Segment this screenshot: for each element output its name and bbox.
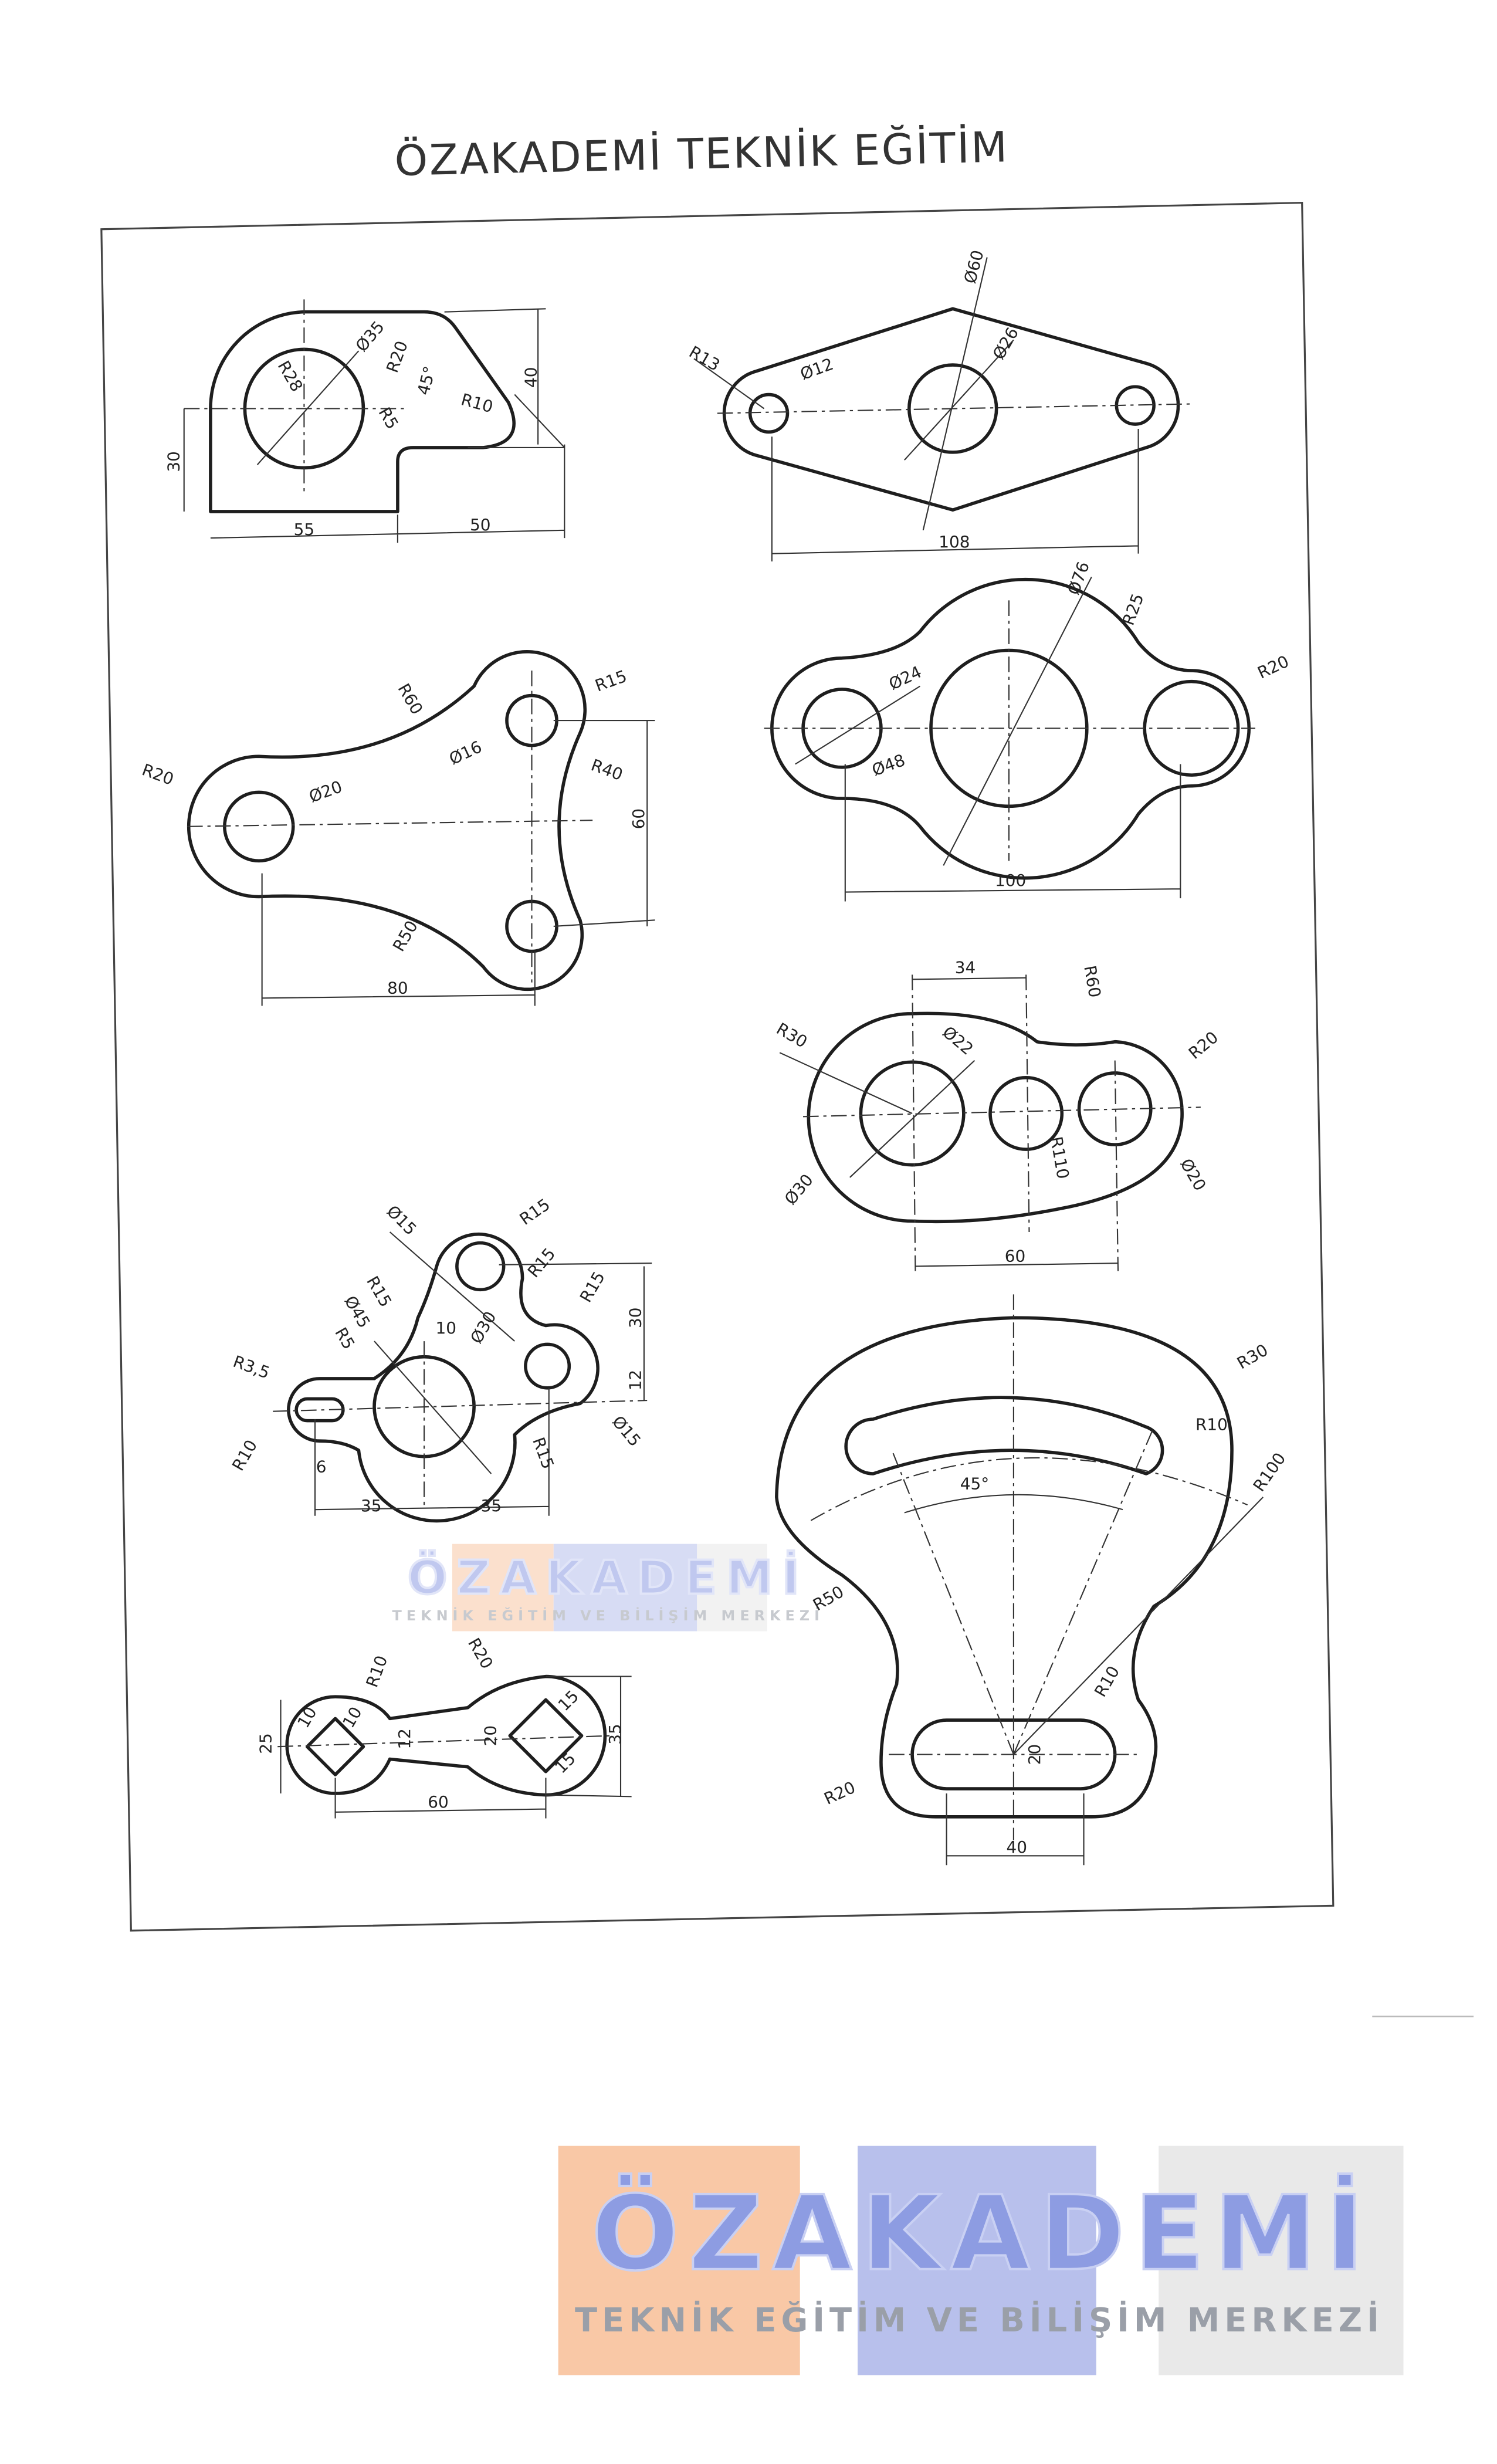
figure-2-link-plate: Ø60 R13 Ø12 Ø26 108 [686,248,1193,561]
dim-label: R25 [1119,591,1148,628]
dim-label: R10 [1090,1663,1123,1700]
figure-7-arc-slot-plate: R30 R10 45° R100 R50 R10 20 R20 40 [775,1294,1290,1866]
dim-label: 60 [1005,1247,1026,1266]
dim-label: R40 [588,755,625,784]
watermark-logo: ÖZAKADEMİ TEKNİK EĞİTİM VE BİLİŞİM MERKE… [558,2145,1404,2375]
dim-label: Ø76 [1064,559,1093,597]
dim-label: 100 [995,871,1026,890]
dim-label: 108 [939,532,970,551]
watermark-tagline: TEKNİK EĞİTİM VE BİLİŞİM MERKEZİ [575,2301,1384,2340]
dim-label: Ø16 [446,737,485,769]
watermark-small-tagline: TEKNİK EĞİTİM VE BİLİŞİM MERKEZİ [392,1606,825,1624]
dim-label: R20 [1255,652,1292,683]
dim-label: Ø26 [989,324,1022,363]
dim-label: R5 [331,1324,358,1353]
dim-label: 35 [481,1496,502,1515]
dim-label: R60 [1080,964,1105,999]
drawing-frame [100,201,1335,1932]
dim-label: R20 [140,760,177,789]
dim-label: 60 [629,808,648,830]
dim-label: Ø30 [466,1308,500,1347]
dim-label: 10 [436,1318,457,1338]
dim-label: R15 [576,1268,609,1306]
dim-label: Ø35 [352,317,388,356]
dim-label: 45° [414,364,440,397]
dim-label: Ø15 [608,1412,645,1450]
dim-label: 80 [387,978,408,997]
dim-label: 40 [1006,1837,1027,1857]
dim-label: 25 [256,1733,276,1754]
dim-label: 55 [294,520,315,539]
dim-label: Ø15 [383,1201,421,1239]
dim-label: 10 [293,1704,320,1731]
dim-label: 6 [316,1457,327,1476]
dim-label: 15 [551,1749,579,1777]
dim-label: Ø30 [781,1170,817,1209]
dim-label: Ø20 [1176,1155,1210,1194]
dim-label: R5 [375,404,402,433]
dim-label: Ø22 [939,1023,977,1059]
dim-label: Ø20 [306,777,344,807]
dim-label: Ø48 [869,750,907,780]
dim-label: R20 [821,1778,859,1809]
dim-label: 50 [470,515,491,534]
watermark-small-brand: ÖZAKADEMİ [408,1550,809,1605]
dim-label: 35 [361,1496,382,1515]
dim-label: Ø12 [798,354,836,384]
figure-1-bracket: Ø35 R20 R28 40 45° R10 R5 30 55 50 [164,299,565,543]
dim-label: R20 [382,339,412,375]
dim-label: R20 [464,1634,497,1672]
dim-label: R10 [1195,1415,1228,1434]
dim-label: R15 [592,666,629,696]
dim-label: 30 [164,451,184,472]
watermark-small: ÖZAKADEMİ TEKNİK EĞİTİM VE BİLİŞİM MERKE… [392,1544,825,1632]
sheet-title: ÖZAKADEMİ TEKNİK EĞİTİM [394,122,1010,185]
dim-label: 12 [395,1728,414,1749]
dim-label: R30 [1234,1340,1271,1373]
dim-label: 30 [626,1307,645,1328]
figure-5-cam-plate: 34 R60 R30 Ø22 R20 R110 Ø30 Ø20 60 [773,958,1222,1271]
figure-3-three-arm-lever: R60 R15 Ø16 R20 Ø20 R40 60 R50 80 [140,649,655,1006]
dim-label: R10 [459,390,495,417]
dim-label: R15 [524,1244,560,1281]
dim-label: 45° [960,1474,989,1494]
dim-label: R100 [1249,1449,1290,1495]
figure-4-three-hole-plate: Ø76 R25 R20 Ø24 Ø48 100 [764,559,1292,902]
dim-label: 34 [955,958,976,977]
dim-label: R15 [529,1434,558,1471]
watermark-brand: ÖZAKADEMİ [591,2174,1373,2294]
dim-label: R20 [1185,1027,1222,1063]
dim-label: 12 [626,1370,645,1391]
dim-label: R15 [363,1273,395,1311]
dim-label: R3,5 [231,1352,272,1383]
dim-label: R15 [516,1194,554,1229]
dim-label: Ø60 [960,248,988,286]
dim-label: R10 [228,1437,261,1474]
dim-label: Ø24 [886,662,924,694]
dim-label: R110 [1046,1135,1073,1180]
dim-label: R28 [274,357,307,395]
figure-8-wrench: 25 10 10 R10 R20 12 20 15 15 35 60 [256,1634,632,1819]
dim-label: R10 [362,1653,391,1690]
dim-label: R30 [773,1019,811,1052]
dim-label: 60 [428,1792,449,1812]
dim-label: R60 [394,680,426,717]
dim-label: 20 [480,1725,500,1747]
figure-6-multi-boss-lever: Ø15 R15 R15 R15 Ø45 R15 R5 10 Ø30 30 12 … [228,1194,652,1523]
dim-label: 35 [605,1724,625,1745]
dim-label: 40 [521,367,540,388]
dim-label: 20 [1025,1744,1044,1765]
dim-label: R13 [686,342,723,375]
